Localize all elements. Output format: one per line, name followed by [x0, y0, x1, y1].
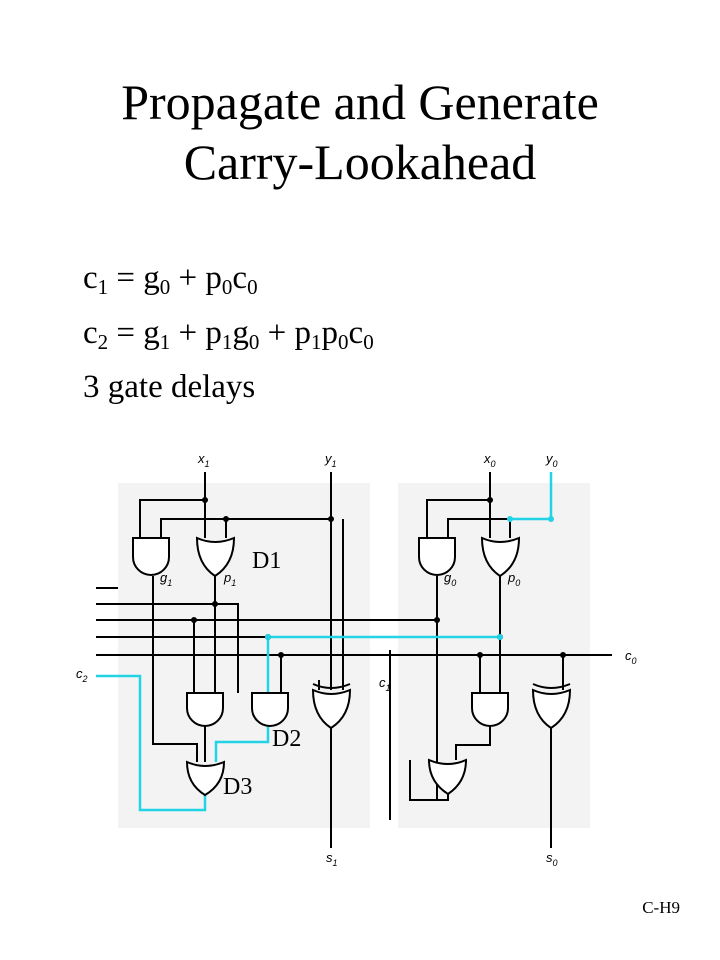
equation-subscript: 1: [159, 330, 171, 354]
equation-subscript: 0: [363, 330, 374, 354]
equation-term: c: [83, 260, 98, 296]
label-s1-main: s: [326, 850, 333, 865]
equation-subscript: 1: [97, 275, 109, 299]
equation-subscript: 2: [97, 330, 109, 354]
label-x0-main: x: [483, 451, 491, 466]
or-gate-p1: [195, 536, 236, 578]
xor-gate-s0: [531, 688, 572, 730]
equation-subscript: 0: [248, 330, 260, 354]
label-c2-main: c: [76, 666, 83, 681]
delay-label-d1: D1: [252, 548, 281, 574]
label-p1-main: p: [223, 570, 231, 585]
equation-subscript: 0: [338, 330, 349, 354]
or-gate-c1: [427, 758, 468, 796]
svg-text:p1: p1: [223, 570, 236, 588]
equation-term: = g: [108, 260, 160, 296]
label-x1-sub: 1: [205, 459, 210, 469]
equation-term: c: [232, 260, 248, 296]
equation-term: = g: [108, 315, 160, 351]
svg-text:s0: s0: [546, 850, 558, 868]
label-s0-sub: 0: [553, 858, 558, 868]
label-y1-sub: 1: [332, 459, 337, 469]
label-y1-main: y: [324, 451, 333, 466]
and-gate-p1-g0: [186, 692, 224, 727]
label-s1-sub: 1: [333, 858, 338, 868]
label-y0-sub: 0: [553, 459, 558, 469]
label-g1-main: g: [160, 570, 168, 585]
label-g0-sub: 0: [451, 578, 456, 588]
equation-term: + p: [170, 260, 222, 296]
svg-text:g0: g0: [444, 570, 456, 588]
highlight-junction-dots: [265, 516, 554, 640]
svg-text:p0: p0: [507, 570, 520, 588]
label-p1-sub: 1: [231, 578, 236, 588]
xor-extra-arcs: [312, 683, 571, 689]
label-c0-main: c: [625, 648, 632, 663]
svg-text:s1: s1: [326, 850, 338, 868]
wire-labels: x1 y1 x0 y0 g1 p1 g0 p0 c0 c1 c2 s1 s0: [76, 451, 637, 868]
delay-label-d3: D3: [223, 774, 252, 800]
and-gate-g0: [418, 537, 456, 576]
or-gate-d3: [185, 760, 226, 797]
delay-label-d2: D2: [272, 726, 301, 752]
label-p0-sub: 0: [515, 578, 520, 588]
title-line-2: Carry-Lookahead: [183, 134, 537, 190]
and-gate-g1: [132, 537, 170, 576]
label-s0-main: s: [546, 850, 553, 865]
equation-subscript: 1: [311, 330, 322, 354]
equation-gate-delays: 3 gate delays: [83, 369, 256, 405]
label-c0-sub: 0: [632, 656, 637, 666]
xor-gate-s1: [311, 688, 352, 730]
svg-text:x1: x1: [197, 451, 210, 469]
svg-text:c2: c2: [76, 666, 88, 684]
svg-text:c0: c0: [625, 648, 637, 666]
svg-text:c1: c1: [379, 675, 391, 693]
svg-text:x0: x0: [483, 451, 496, 469]
slide-id: C-H9: [642, 898, 680, 917]
slide-title: Propagate and Generate Carry-Lookahead: [0, 72, 720, 192]
equation-term: g: [232, 315, 249, 351]
title-line-1: Propagate and Generate: [121, 74, 599, 130]
label-x1-main: x: [197, 451, 205, 466]
equation-subscript: 0: [159, 275, 171, 299]
label-g0-main: g: [444, 570, 452, 585]
label-g1-sub: 1: [167, 578, 172, 588]
equation-subscript: 1: [221, 330, 233, 354]
and-gate-d2: [251, 692, 289, 727]
equation-c2: c2 = g1 + p1g0 + p1p0c0: [83, 313, 374, 353]
equation-term: c: [348, 315, 364, 351]
and-gate-p0-c0: [471, 692, 509, 727]
label-x0-sub: 0: [491, 459, 496, 469]
label-c1-main: c: [379, 675, 386, 690]
label-c1-sub: 1: [386, 683, 391, 693]
or-gate-p0: [480, 536, 521, 578]
svg-text:g1: g1: [160, 570, 172, 588]
logic-gates: [132, 536, 572, 797]
equation-term: + p: [259, 315, 312, 351]
equation-subscript: 0: [221, 275, 233, 299]
svg-text:y1: y1: [324, 451, 337, 469]
equation-c1: c1 = g0 + p0c0: [83, 258, 258, 298]
equation-subscript: 0: [247, 275, 258, 299]
label-c2-sub: 2: [82, 674, 88, 684]
equation-term: p: [321, 315, 339, 351]
equation-term: + p: [170, 315, 222, 351]
wires: [96, 472, 612, 848]
label-y0-main: y: [545, 451, 554, 466]
equation-term: c: [83, 315, 98, 351]
svg-text:y0: y0: [545, 451, 558, 469]
label-p0-main: p: [507, 570, 515, 585]
